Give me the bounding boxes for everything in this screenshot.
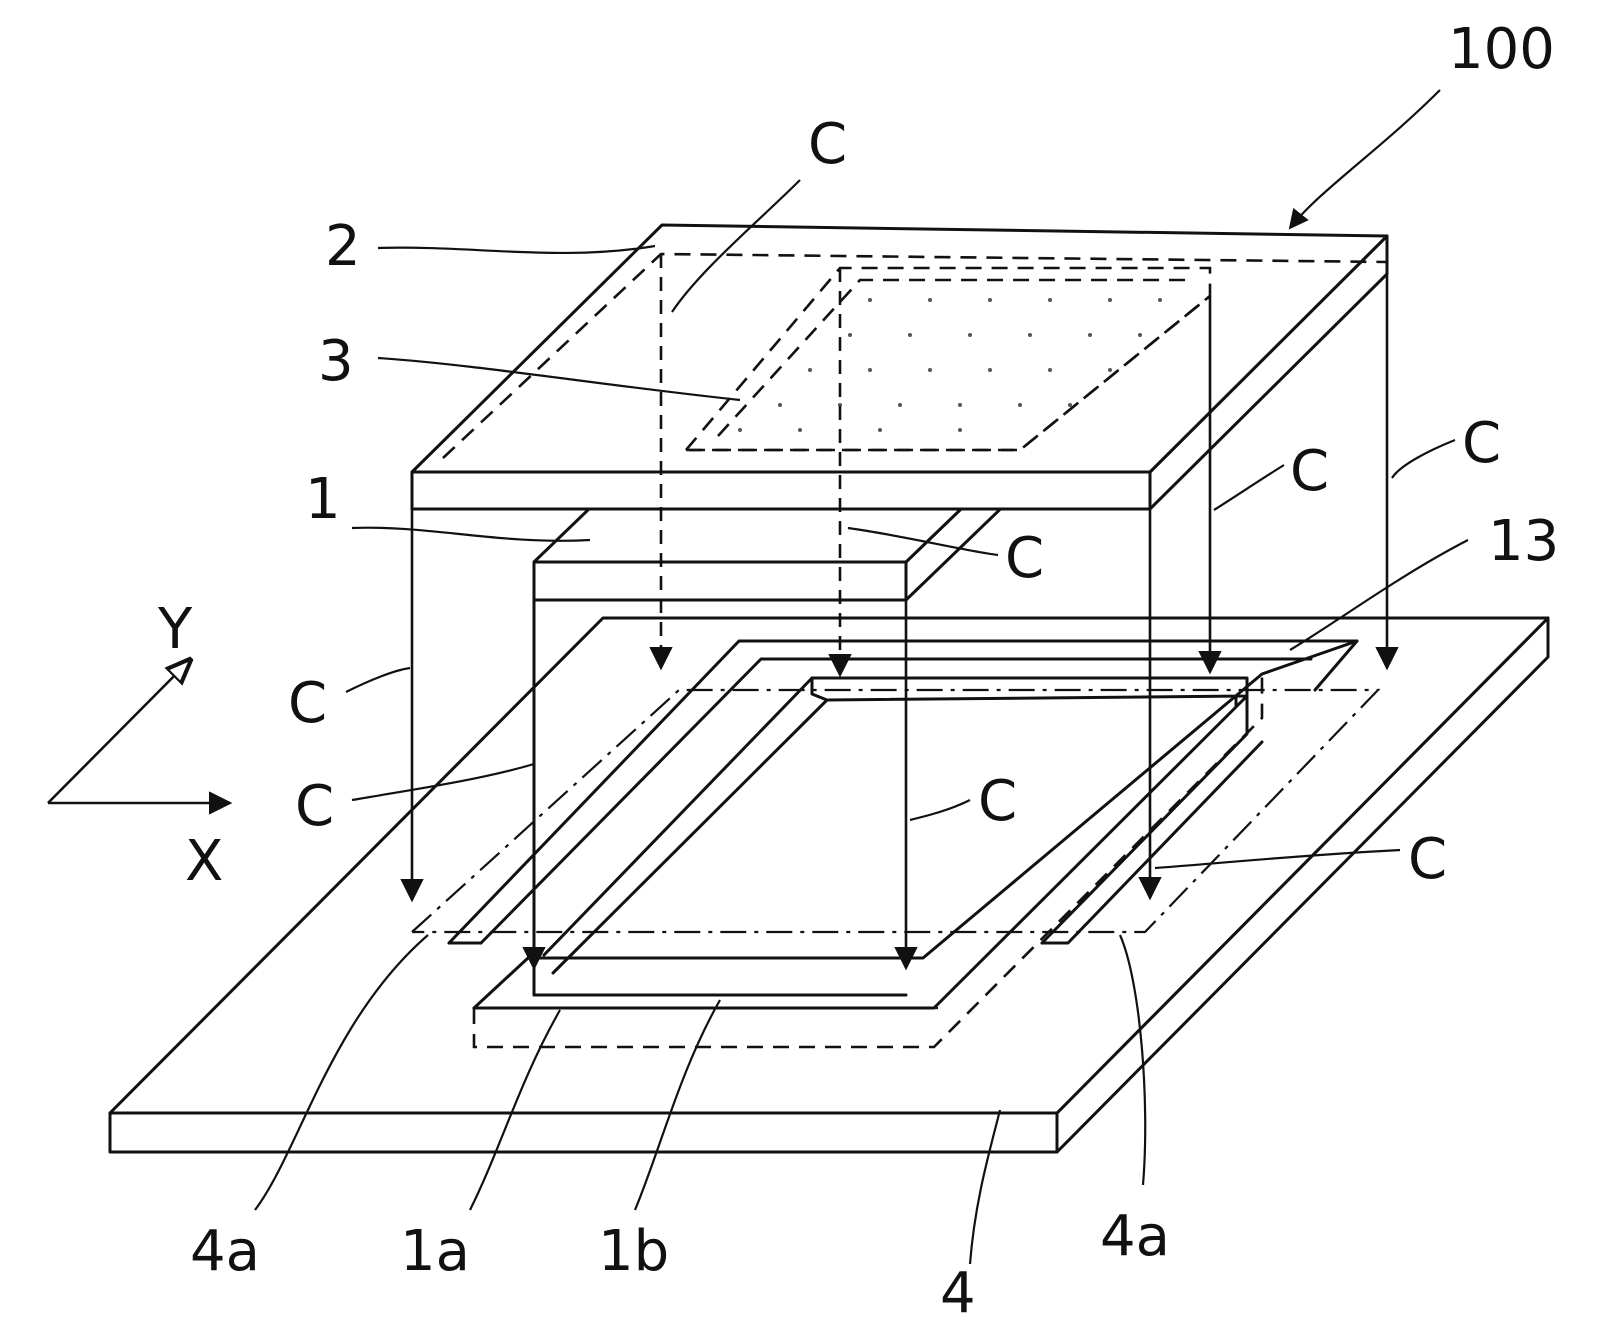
label-axis-x: X [185,829,223,894]
label-100: 100 [1448,17,1555,82]
label-4a-right: 4a [1100,1204,1170,1269]
label-4a-left: 4a [190,1219,260,1284]
label-axis-y: Y [157,597,193,662]
label-2: 2 [325,214,361,279]
label-1b: 1b [598,1219,669,1284]
label-4: 4 [940,1261,976,1323]
label-1: 1 [305,467,341,532]
axes [48,660,230,803]
label-c-right-outer: C [1462,411,1501,476]
label-c-top: C [808,112,847,177]
label-c-block: C [1005,526,1044,591]
label-c-left-inner: C [295,774,334,839]
label-13: 13 [1488,509,1559,574]
label-c-left-outer: C [288,671,327,736]
label-1a: 1a [400,1219,470,1284]
cover-plate-2 [412,225,1387,509]
label-c-right-inner: C [1290,439,1329,504]
label-3: 3 [318,329,354,394]
label-c-center: C [978,769,1017,834]
label-c-lower-right: C [1408,827,1447,892]
